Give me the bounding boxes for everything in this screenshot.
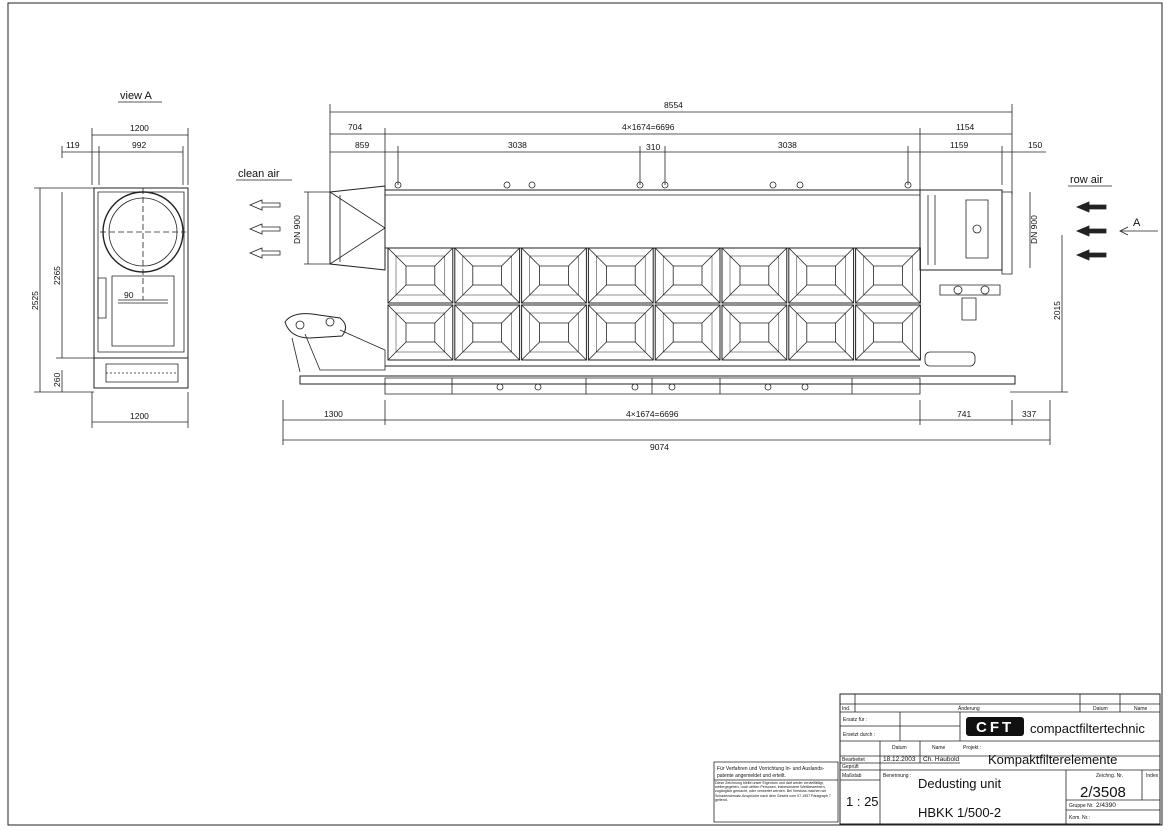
zeichnung-nr-label: Zeichng. Nr. bbox=[1096, 773, 1123, 779]
clean-air-label: clean air bbox=[238, 168, 280, 180]
datum-col: Datum bbox=[892, 745, 907, 751]
dim-859: 859 bbox=[355, 140, 369, 150]
dim-1300: 1300 bbox=[324, 409, 343, 419]
clean-air-arrow-icon bbox=[250, 248, 280, 258]
dim-3038-a: 3038 bbox=[508, 140, 527, 150]
sheet-border bbox=[8, 3, 1162, 825]
raw-air-arrow-icon bbox=[1077, 226, 1106, 236]
scale-value: 1 : 25 bbox=[846, 794, 879, 809]
index-label: Index bbox=[1146, 773, 1159, 779]
projekt-label: Projekt : bbox=[963, 745, 981, 751]
dim-6696-top: 4×1674=6696 bbox=[622, 122, 675, 132]
lifting-lugs bbox=[395, 182, 911, 188]
dim-side-992: 992 bbox=[132, 140, 146, 150]
bearbeitet-label: Bearbeitet bbox=[842, 757, 865, 763]
project-name: Kompaktfilterelemente bbox=[988, 752, 1117, 767]
dim-6696-bottom: 4×1674=6696 bbox=[626, 409, 679, 419]
company-name: compactfiltertechnic bbox=[1030, 721, 1145, 736]
filter-module bbox=[388, 305, 453, 360]
notice-line-2: patente angemeldet und erteilt. bbox=[717, 773, 786, 779]
author-value: Ch. Haubold bbox=[923, 756, 960, 763]
dim-3038-b: 3038 bbox=[778, 140, 797, 150]
drawing-number: 2/3508 bbox=[1080, 784, 1126, 801]
gruppe-value: 2/4390 bbox=[1096, 802, 1116, 809]
drawing-title: Dedusting unit bbox=[918, 776, 1001, 791]
dim-9074: 9074 bbox=[650, 442, 669, 452]
dim-1159: 1159 bbox=[950, 140, 969, 150]
geprueft-label: Geprüft bbox=[842, 764, 859, 770]
dim-side-2525: 2525 bbox=[30, 291, 40, 310]
ersetzt-durch: Ersetzt durch : bbox=[843, 732, 875, 738]
filter-module bbox=[455, 248, 520, 303]
ersatz-fuer: Ersatz für : bbox=[843, 717, 867, 723]
model-name: HBKK 1/500-2 bbox=[918, 805, 1001, 820]
date-value: 18.12.2003 bbox=[883, 756, 916, 763]
dim-337: 337 bbox=[1022, 409, 1036, 419]
dim-741: 741 bbox=[957, 409, 971, 419]
datum-header: Datum bbox=[1093, 706, 1108, 712]
filter-module bbox=[522, 305, 587, 360]
clean-air-arrow-icon bbox=[250, 200, 280, 210]
aenderung-header: Änderung bbox=[958, 705, 980, 712]
notice-small: Diese Zeichnung bleibt unser Eigentum un… bbox=[715, 781, 831, 802]
cft-logo bbox=[966, 717, 1024, 736]
dim-150: 150 bbox=[1028, 140, 1042, 150]
name-col: Name bbox=[932, 745, 946, 751]
gruppe-label: Gruppe Nr. bbox=[1069, 803, 1093, 809]
clean-air-arrow-icon bbox=[250, 224, 280, 234]
dim-704: 704 bbox=[348, 122, 362, 132]
dim-2015: 2015 bbox=[1052, 301, 1062, 320]
filter-modules bbox=[388, 248, 920, 360]
dim-side-260: 260 bbox=[52, 373, 62, 387]
filter-module bbox=[588, 305, 653, 360]
dn-right: DN 900 bbox=[1029, 215, 1039, 244]
filter-module bbox=[388, 248, 453, 303]
raw-air-arrow-icon bbox=[1077, 202, 1106, 212]
dn-left: DN 900 bbox=[292, 215, 302, 244]
massstab-label: Maßstab bbox=[842, 773, 862, 779]
dim-side-119: 119 bbox=[66, 140, 80, 150]
dim-side-1200-top: 1200 bbox=[130, 123, 149, 133]
dim-side-90: 90 bbox=[124, 290, 134, 300]
dim-1154: 1154 bbox=[956, 122, 975, 132]
name-header: Name bbox=[1134, 706, 1148, 712]
filter-module bbox=[655, 248, 720, 303]
dim-side-1200-bottom: 1200 bbox=[130, 411, 149, 421]
filter-module bbox=[789, 305, 854, 360]
ind-header: Ind. bbox=[842, 706, 850, 712]
filter-module bbox=[588, 248, 653, 303]
raw-air-arrow-icon bbox=[1077, 250, 1106, 260]
filter-module bbox=[856, 305, 921, 360]
side-view: view A 1200 992 119 90 bbox=[30, 90, 188, 428]
kom-label: Kom. Nr.: bbox=[1069, 815, 1090, 821]
view-arrow-a-label: A bbox=[1133, 217, 1141, 229]
title-block: Für Verfahren und Vorrichtung In- und Au… bbox=[714, 694, 1160, 824]
view-a-label: view A bbox=[120, 90, 152, 102]
filter-module bbox=[789, 248, 854, 303]
cft-logo-text: CFT bbox=[976, 719, 1014, 736]
filter-module bbox=[522, 248, 587, 303]
filter-module bbox=[455, 305, 520, 360]
benennung-label: Benennung : bbox=[883, 773, 911, 779]
filter-module bbox=[722, 248, 787, 303]
filter-module bbox=[856, 248, 921, 303]
notice-line-1: Für Verfahren und Vorrichtung In- und Au… bbox=[717, 766, 825, 772]
filter-module bbox=[722, 305, 787, 360]
dim-8554: 8554 bbox=[664, 100, 683, 110]
filter-module bbox=[655, 305, 720, 360]
raw-air-label: row air bbox=[1070, 174, 1103, 186]
dim-side-2265: 2265 bbox=[52, 266, 62, 285]
dim-310: 310 bbox=[646, 142, 660, 152]
front-view: 8554 704 4×1674=6696 1154 859 3038 310 3… bbox=[236, 100, 1158, 452]
